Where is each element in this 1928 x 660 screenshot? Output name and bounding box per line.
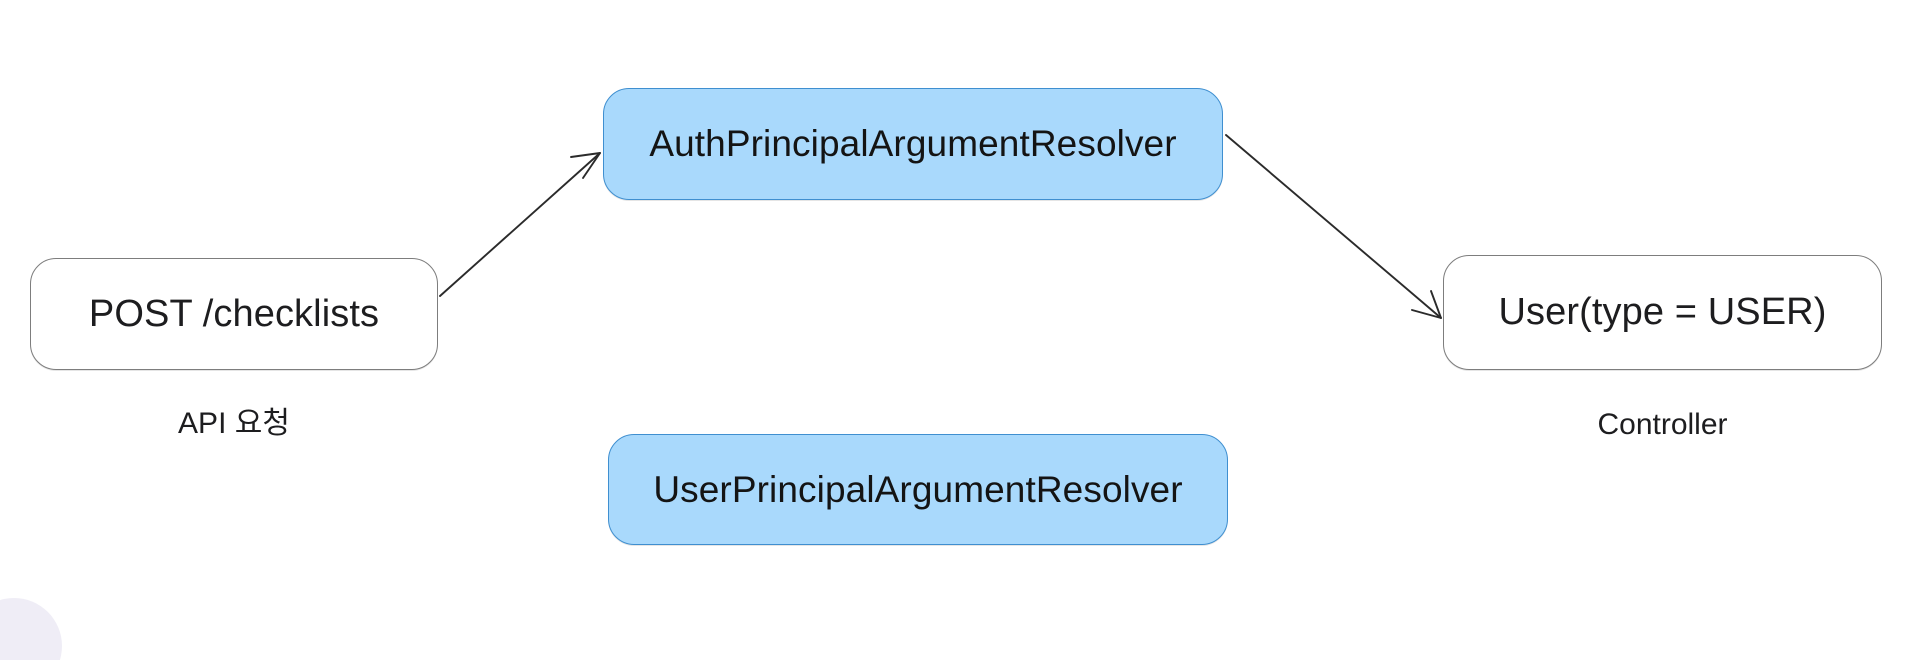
caption-api-request: API 요청: [30, 398, 438, 442]
node-label: UserPrincipalArgumentResolver: [653, 468, 1183, 510]
caption-controller: Controller: [1443, 408, 1882, 442]
node-post-checklists[interactable]: POST /checklists: [30, 258, 438, 370]
node-user-type-user[interactable]: User(type = USER): [1443, 255, 1882, 370]
caption-label: Controller: [1597, 408, 1728, 441]
node-user-principal-argument-resolver[interactable]: UserPrincipalArgumentResolver: [608, 434, 1228, 545]
node-label: User(type = USER): [1498, 291, 1827, 333]
node-label: POST /checklists: [88, 292, 380, 335]
caption-label: API 요청: [178, 407, 290, 440]
edge-auth-to-user: [1225, 134, 1442, 319]
node-label: AuthPrincipalArgumentResolver: [649, 123, 1177, 164]
edge-request-to-auth: [439, 152, 601, 297]
decorative-corner-blob: [0, 598, 62, 660]
node-auth-principal-argument-resolver[interactable]: AuthPrincipalArgumentResolver: [603, 88, 1223, 200]
